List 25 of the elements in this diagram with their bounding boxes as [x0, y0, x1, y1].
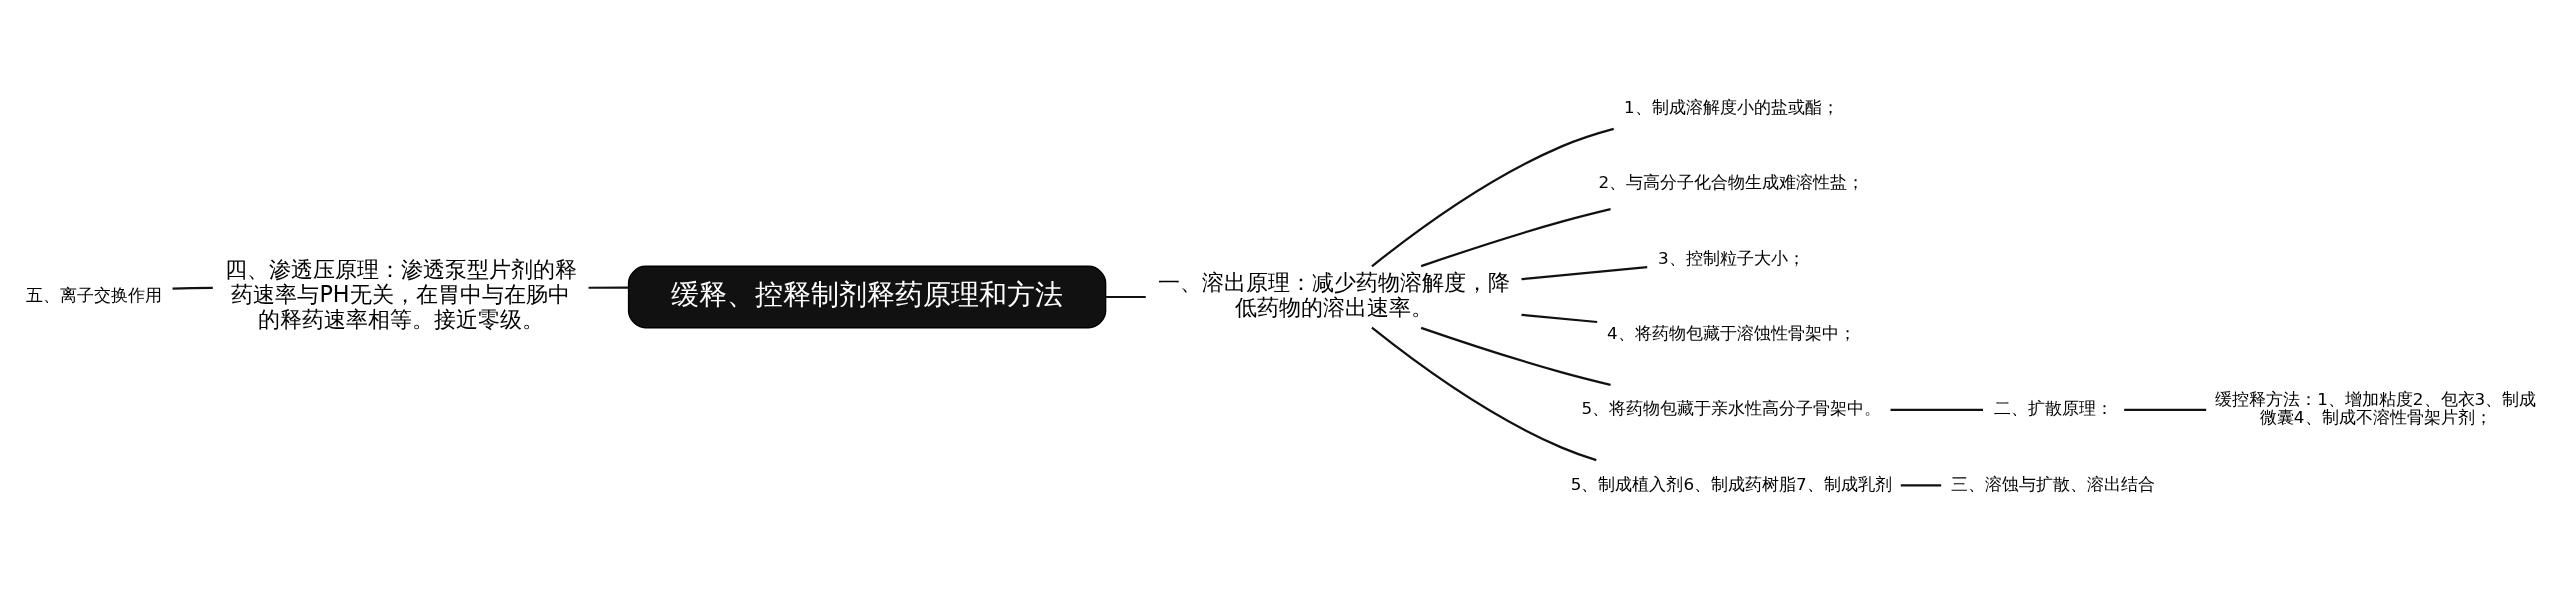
node-text: 缓控释方法：1、增加粘度2、包衣3、制成微囊4、制成不溶性骨架片剂； [2215, 388, 2537, 427]
connector [1105, 295, 1146, 298]
connector [1521, 265, 1648, 280]
node-text: 5、将药物包藏于亲水性高分子骨架中。 [1581, 397, 1882, 418]
connector [1371, 326, 1597, 461]
node-text: 4、将药物包藏于溶蚀性骨架中； [1606, 322, 1856, 343]
connector [172, 286, 213, 290]
connector [1521, 313, 1598, 323]
node-text: 五、离子交换作用 [25, 284, 162, 305]
node-text: 一、溶出原理：减少药物溶解度，降低药物的溶出速率。 [1157, 268, 1510, 320]
node-text: 1、制成溶解度小的盐或酯； [1623, 96, 1839, 117]
node-text: 3、控制粒子大小； [1657, 247, 1805, 268]
node-text: 5、制成植入剂6、制成药树脂7、制成乳剂 [1570, 473, 1892, 494]
node-text: 三、溶蚀与扩散、溶出结合 [1951, 473, 2156, 494]
connector [588, 285, 629, 289]
connector [1890, 408, 1983, 411]
connector [1371, 127, 1614, 267]
connector [1420, 207, 1611, 267]
node-text: 2、与高分子化合物生成难溶性盐； [1598, 171, 1865, 192]
connector [1900, 483, 1942, 486]
node-box: 缓释、控释制剂释药原理和方法 [627, 265, 1107, 328]
connector [1420, 326, 1611, 386]
connector [2124, 408, 2207, 411]
node-text: 四、渗透压原理：渗透泵型片剂的释药速率与PH无关，在胃中与在肠中的释药速率相等。接近零级。 [224, 255, 577, 332]
node-text: 二、扩散原理： [1993, 397, 2113, 418]
